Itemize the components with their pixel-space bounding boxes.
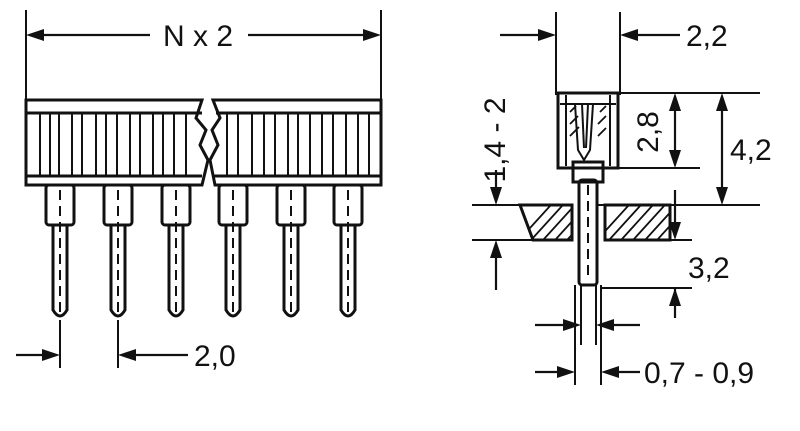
side-pin <box>577 178 599 287</box>
front-view: N x 2 <box>16 10 383 373</box>
width-label: N x 2 <box>163 20 233 53</box>
height-dimensions: 2,8 4,2 <box>597 92 772 206</box>
board-thickness-dimension: 1,4 - 2 <box>472 97 533 290</box>
pin <box>160 183 192 318</box>
pin-diameter-dimension: 0,7 - 0,9 <box>535 357 754 390</box>
pin <box>275 183 307 318</box>
body-width-dimension: 2,2 <box>500 12 728 95</box>
pitch-dimension: 2,0 <box>16 320 236 373</box>
pin-protrusion-dimension: 3,2 <box>601 190 730 318</box>
pin-diameter-label: 0,7 - 0,9 <box>644 357 754 390</box>
pin <box>44 183 76 318</box>
pin <box>102 183 134 318</box>
pin <box>217 183 249 318</box>
body-height-label: 4,2 <box>730 134 772 167</box>
width-dimension: N x 2 <box>25 10 382 100</box>
pitch-label: 2,0 <box>194 340 236 373</box>
connector-body <box>24 98 383 187</box>
socket-body-side <box>556 91 620 184</box>
pin <box>332 183 364 318</box>
socket-depth-label: 2,8 <box>632 111 665 153</box>
pins <box>44 183 364 318</box>
pin-protrusion-label: 3,2 <box>688 252 730 285</box>
side-view: 2,2 <box>472 12 772 390</box>
pin-inner-dimension <box>535 319 640 331</box>
body-width-label: 2,2 <box>686 20 728 53</box>
board-thickness-label: 1,4 - 2 <box>479 97 512 182</box>
